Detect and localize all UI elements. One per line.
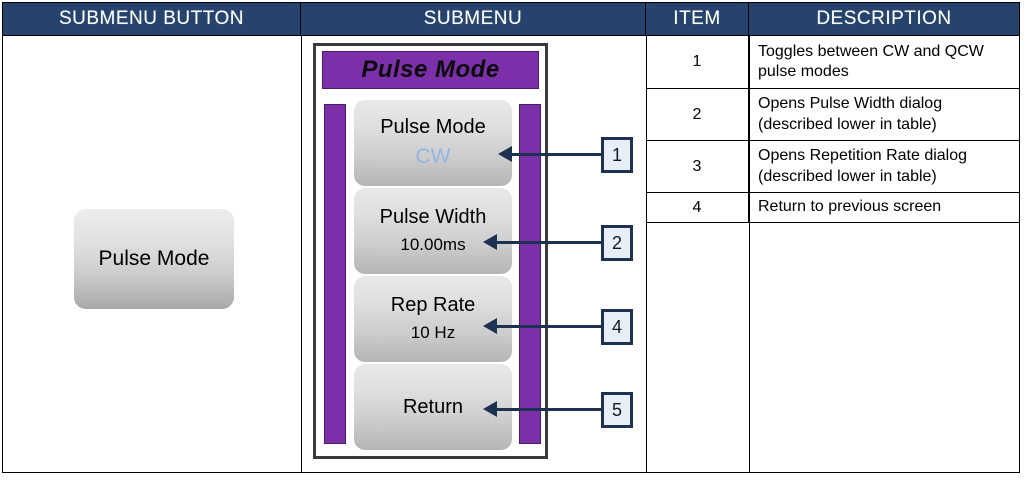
callout-arrow-icon [483,318,497,334]
screen-button-pulse-mode[interactable]: Pulse Mode CW [354,100,512,186]
panel-right-sidebar [519,104,541,444]
callout-number: 2 [611,232,622,253]
callout-number: 1 [611,144,622,165]
callout-box: 1 [601,137,633,173]
header-item: ITEM [646,3,749,35]
callout-leader-line [493,241,601,244]
column-divider-2 [646,36,647,472]
description-line: Opens Repetition Rate dialog [758,147,968,165]
description-line: Return to previous screen [758,198,942,216]
description-line: Toggles between CW and QCW [758,42,984,60]
callout-leader-line [493,325,601,328]
header-description: DESCRIPTION [749,3,1019,35]
table-row: 4 Return to previous screen [646,193,1020,223]
item-number: 1 [646,36,749,88]
description-line: Opens Pulse Width dialog [758,95,943,113]
item-description: Toggles between CW and QCW pulse modes [749,36,1020,88]
table-row: 2 Opens Pulse Width dialog (described lo… [646,89,1020,141]
table-header-row: SUBMENU BUTTON SUBMENU ITEM DESCRIPTION [3,3,1019,36]
pulse-mode-submenu-button-label: Pulse Mode [98,247,210,270]
callout-arrow-icon [483,234,497,250]
pulse-mode-submenu-button[interactable]: Pulse Mode [74,209,234,309]
item-description: Opens Repetition Rate dialog (described … [749,141,1020,192]
screen-button-label: Return [402,395,464,418]
table-row: 1 Toggles between CW and QCW pulse modes [646,36,1020,89]
callout-box: 5 [601,392,633,428]
panel-left-sidebar [324,104,346,444]
callout-leader-line [493,408,601,411]
callout-box: 4 [601,309,633,345]
screen-button-label: Rep Rate [390,294,476,316]
callout-number: 4 [611,316,622,337]
callout-arrow-icon [498,146,512,162]
column-divider-1 [301,36,302,472]
screen-button-value: 10 Hz [410,323,456,342]
header-submenu-button: SUBMENU BUTTON [3,3,301,35]
item-number: 4 [646,193,749,222]
item-description: Opens Pulse Width dialog (described lowe… [749,89,1020,140]
panel-title-bar: Pulse Mode [322,51,539,89]
callout-leader-line [508,153,601,156]
screen-button-pulse-width[interactable]: Pulse Width 10.00ms [354,188,512,274]
description-line: (described lower in table) [758,115,937,133]
screen-button-label: Pulse Width [379,206,487,228]
item-description-rows: 1 Toggles between CW and QCW pulse modes… [646,36,1020,223]
description-line: pulse modes [758,63,849,80]
callout-number: 5 [611,399,622,420]
screen-button-label: Pulse Mode [380,116,486,138]
description-line: (described lower in table) [758,167,937,185]
panel-title: Pulse Mode [361,56,500,83]
item-number: 3 [646,141,749,192]
callout-arrow-icon [483,401,497,417]
column-divider-3 [749,36,750,472]
pulse-mode-screen-panel: Pulse Mode Pulse Mode CW Pulse Width 10.… [313,43,548,459]
table-row: 3 Opens Repetition Rate dialog (describe… [646,141,1020,193]
callout-box: 2 [601,225,633,261]
header-submenu: SUBMENU [301,3,646,35]
item-number: 2 [646,89,749,140]
item-description: Return to previous screen [749,193,1020,222]
screen-button-value: 10.00ms [400,235,466,254]
reference-table: SUBMENU BUTTON SUBMENU ITEM DESCRIPTION … [2,2,1020,473]
screen-button-value: CW [415,145,451,168]
